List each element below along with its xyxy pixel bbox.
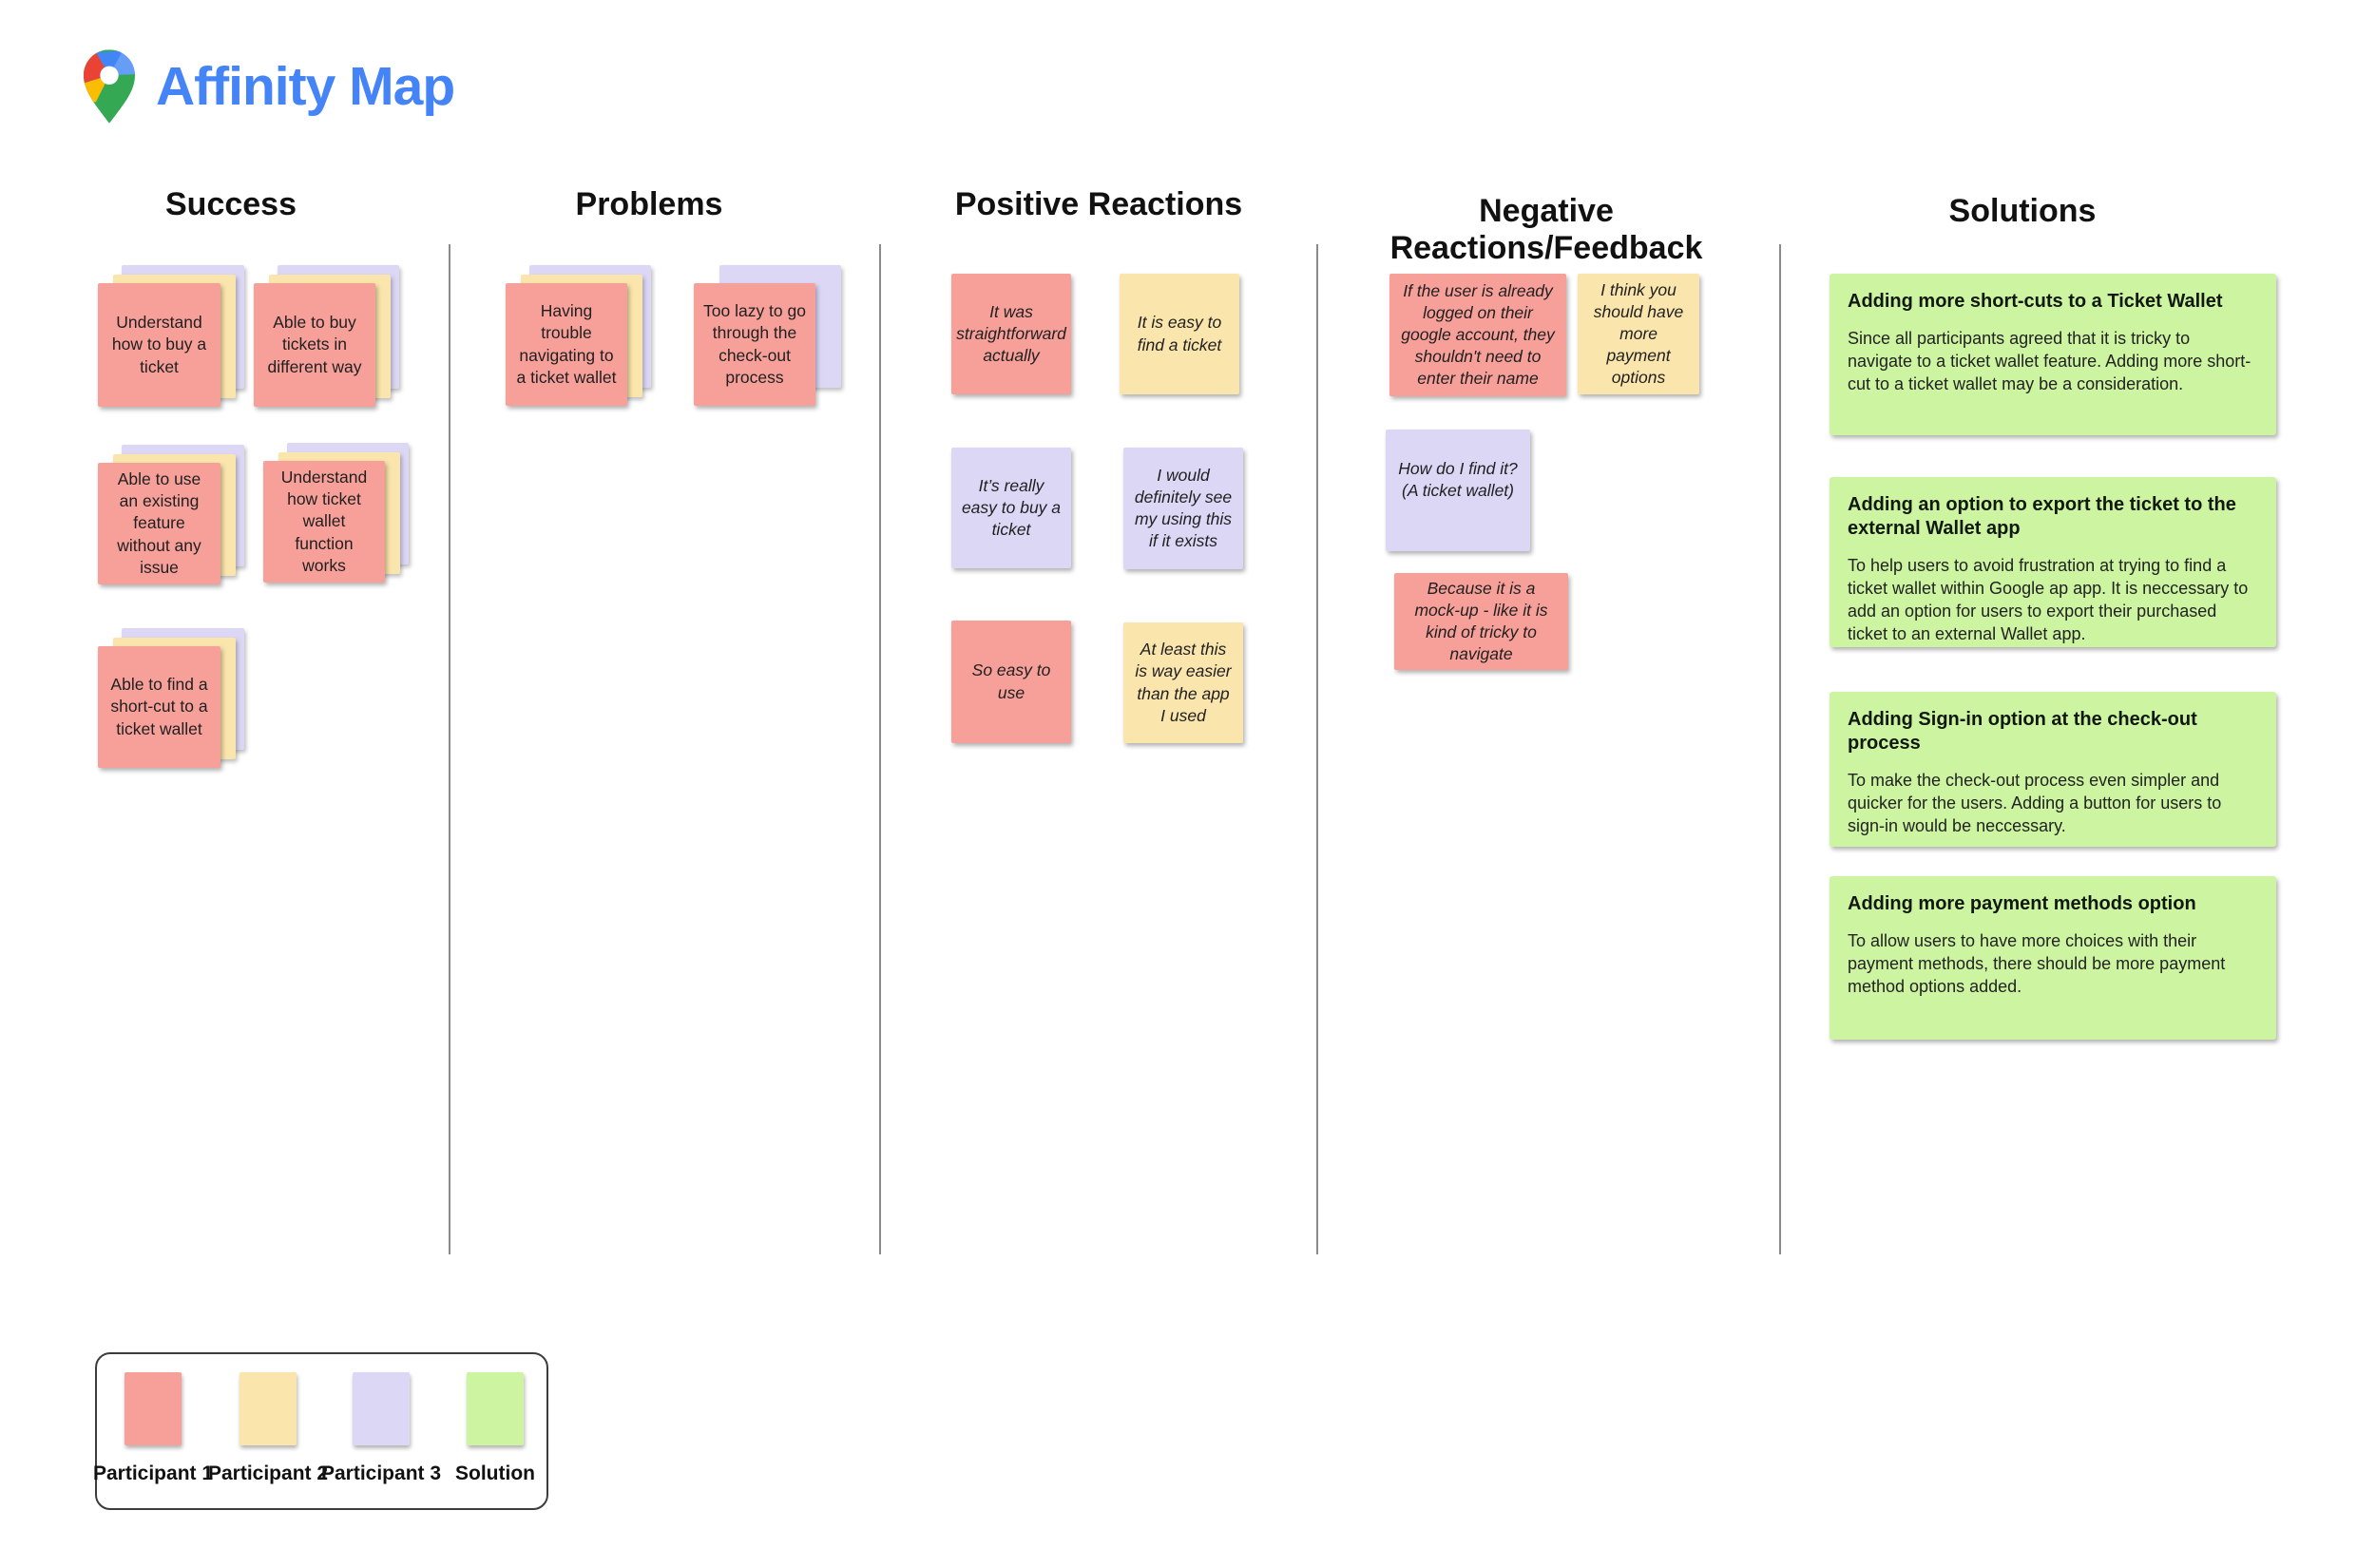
solution-card[interactable]: Adding Sign-in option at the check-out p…	[1830, 692, 2276, 847]
sticky-note-face: Having trouble navigating to a ticket wa…	[506, 283, 627, 406]
sticky-note[interactable]: Able to find a short-cut to a ticket wal…	[98, 628, 244, 768]
sticky-note-text: Too lazy to go through the check-out pro…	[703, 301, 806, 387]
sticky-note[interactable]: It is easy to find a ticket	[1120, 274, 1239, 394]
sticky-note-text: Able to find a short-cut to a ticket wal…	[110, 675, 208, 738]
sticky-note[interactable]: Understand how ticket wallet function wo…	[263, 443, 409, 583]
sticky-note-face: Understand how to buy a ticket	[98, 283, 220, 407]
sticky-note-face: Because it is a mock-up - like it is kin…	[1394, 573, 1568, 670]
solution-card[interactable]: Adding more payment methods option To all…	[1830, 876, 2276, 1040]
sticky-note-text: Understand how ticket wallet function wo…	[280, 468, 368, 575]
legend-label: Solution	[455, 1463, 535, 1484]
sticky-note-text: It is easy to find a ticket	[1137, 313, 1222, 354]
column-header-problems: Problems	[575, 186, 723, 222]
solution-card-body: To help users to avoid frustration at tr…	[1848, 556, 2249, 643]
sticky-note-text: Understand how to buy a ticket	[111, 313, 207, 376]
sticky-note-face: Able to use an existing feature without …	[98, 463, 220, 584]
column-divider	[449, 244, 450, 1254]
sticky-note-text: So easy to use	[971, 660, 1051, 702]
solution-card[interactable]: Adding more short-cuts to a Ticket Walle…	[1830, 274, 2276, 435]
sticky-note-face: I would definitely see my using this if …	[1123, 448, 1243, 569]
legend-swatch-participant1	[125, 1372, 182, 1445]
sticky-note-face: At least this is way easier than the app…	[1123, 622, 1243, 743]
legend-label: Participant 3	[320, 1463, 442, 1484]
sticky-note[interactable]: At least this is way easier than the app…	[1123, 622, 1243, 743]
legend-swatch-solution	[467, 1372, 524, 1445]
legend-item-participant-2: Participant 2	[208, 1372, 328, 1485]
google-maps-pin-icon	[84, 49, 135, 124]
sticky-note-text: If the user is already logged on their g…	[1401, 280, 1555, 389]
sticky-note-face: Understand how ticket wallet function wo…	[263, 461, 385, 583]
legend-item-solution: Solution	[455, 1372, 535, 1485]
sticky-note-text: Having trouble navigating to a ticket wa…	[516, 301, 617, 387]
solution-card-title: Adding more payment methods option	[1848, 893, 2196, 914]
legend-label: Participant 1	[92, 1463, 214, 1484]
sticky-note[interactable]: So easy to use	[951, 621, 1071, 743]
legend-swatch-participant3	[353, 1372, 410, 1445]
solution-card-title: Adding Sign-in option at the check-out p…	[1848, 709, 2197, 754]
sticky-note[interactable]: Having trouble navigating to a ticket wa…	[506, 265, 651, 406]
sticky-note-face: Too lazy to go through the check-out pro…	[694, 283, 815, 406]
solution-card[interactable]: Adding an option to export the ticket to…	[1830, 477, 2276, 647]
app-header: Affinity Map	[84, 44, 455, 129]
sticky-note[interactable]: Because it is a mock-up - like it is kin…	[1394, 573, 1568, 670]
sticky-note-face: So easy to use	[951, 621, 1071, 743]
sticky-note-text: I would definitely see my using this if …	[1134, 465, 1233, 551]
column-header-solutions: Solutions	[1948, 193, 2097, 229]
sticky-note-text: Able to buy tickets in different way	[267, 313, 362, 376]
sticky-note-face: How do I find it? (A ticket wallet)	[1386, 430, 1530, 551]
solution-card-body: Since all participants agreed that it is…	[1848, 329, 2251, 393]
sticky-note[interactable]: Understand how to buy a ticket	[98, 265, 244, 407]
legend-item-participant-1: Participant 1	[93, 1372, 213, 1485]
sticky-note-text: At least this is way easier than the app…	[1135, 640, 1232, 725]
sticky-note-text: It was straightforward actually	[956, 301, 1066, 366]
solution-card-body: To allow users to have more choices with…	[1848, 931, 2226, 996]
sticky-note[interactable]: If the user is already logged on their g…	[1389, 274, 1566, 396]
sticky-note[interactable]: I think you should have more payment opt…	[1578, 274, 1699, 394]
column-divider	[879, 244, 881, 1254]
sticky-note-text: I think you should have more payment opt…	[1593, 279, 1684, 388]
sticky-note-face: It’s really easy to buy a ticket	[951, 448, 1071, 568]
sticky-note-face: I think you should have more payment opt…	[1578, 274, 1699, 394]
sticky-note[interactable]: Able to use an existing feature without …	[98, 445, 244, 584]
column-divider	[1779, 244, 1781, 1254]
sticky-note[interactable]: How do I find it? (A ticket wallet)	[1386, 430, 1530, 551]
legend-item-participant-3: Participant 3	[321, 1372, 441, 1485]
solution-card-body: To make the check-out process even simpl…	[1848, 771, 2222, 835]
sticky-note[interactable]: It’s really easy to buy a ticket	[951, 448, 1071, 568]
sticky-note-face: If the user is already logged on their g…	[1389, 274, 1566, 396]
sticky-note-text: Because it is a mock-up - like it is kin…	[1414, 578, 1548, 664]
sticky-note-text: It’s really easy to buy a ticket	[961, 475, 1062, 540]
sticky-note-text: Able to use an existing feature without …	[117, 469, 201, 577]
sticky-note[interactable]: Able to buy tickets in different way	[254, 265, 399, 407]
sticky-note[interactable]: I would definitely see my using this if …	[1123, 448, 1243, 569]
column-header-negative: Negative Reactions/Feedback	[1389, 193, 1703, 266]
solution-card-title: Adding more short-cuts to a Ticket Walle…	[1848, 291, 2223, 312]
sticky-note[interactable]: Too lazy to go through the check-out pro…	[694, 265, 841, 406]
sticky-note[interactable]: It was straightforward actually	[951, 274, 1071, 394]
column-header-positive: Positive Reactions	[954, 186, 1243, 222]
column-header-success: Success	[165, 186, 297, 222]
solution-card-title: Adding an option to export the ticket to…	[1848, 494, 2236, 539]
sticky-note-face: It was straightforward actually	[951, 274, 1071, 394]
sticky-note-face: Able to buy tickets in different way	[254, 283, 375, 407]
sticky-note-face: Able to find a short-cut to a ticket wal…	[98, 646, 220, 768]
page-title: Affinity Map	[156, 56, 455, 117]
sticky-note-text: How do I find it? (A ticket wallet)	[1398, 459, 1518, 501]
sticky-note-face: It is easy to find a ticket	[1120, 274, 1239, 394]
legend-label: Participant 2	[207, 1463, 329, 1484]
column-divider	[1316, 244, 1318, 1254]
legend-swatch-participant2	[240, 1372, 297, 1445]
